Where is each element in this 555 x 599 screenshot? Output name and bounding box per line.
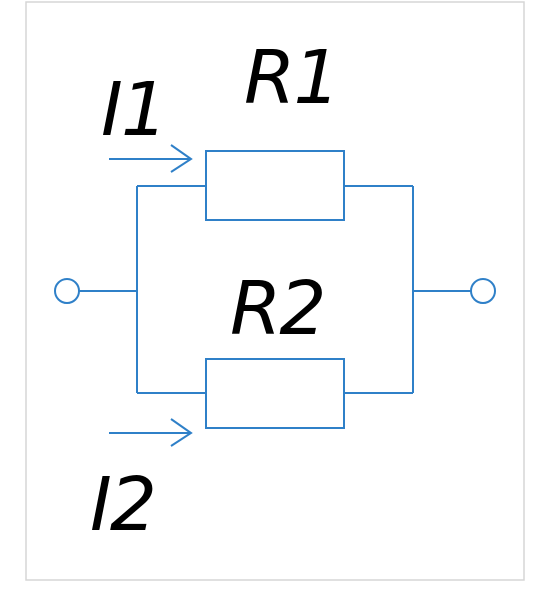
- label-r2: R2: [230, 266, 325, 352]
- circuit-wiring: [54, 144, 496, 447]
- diagram-frame: [25, 1, 525, 581]
- current-arrow-i2: [109, 418, 193, 447]
- left-terminal: [54, 278, 80, 304]
- resistor-r1: [205, 150, 345, 221]
- label-i2: I2: [90, 462, 155, 548]
- label-i1: I1: [101, 67, 166, 153]
- current-arrow-i1: [109, 144, 193, 173]
- label-r1: R1: [244, 35, 339, 121]
- resistor-r2: [205, 358, 345, 429]
- right-terminal: [470, 278, 496, 304]
